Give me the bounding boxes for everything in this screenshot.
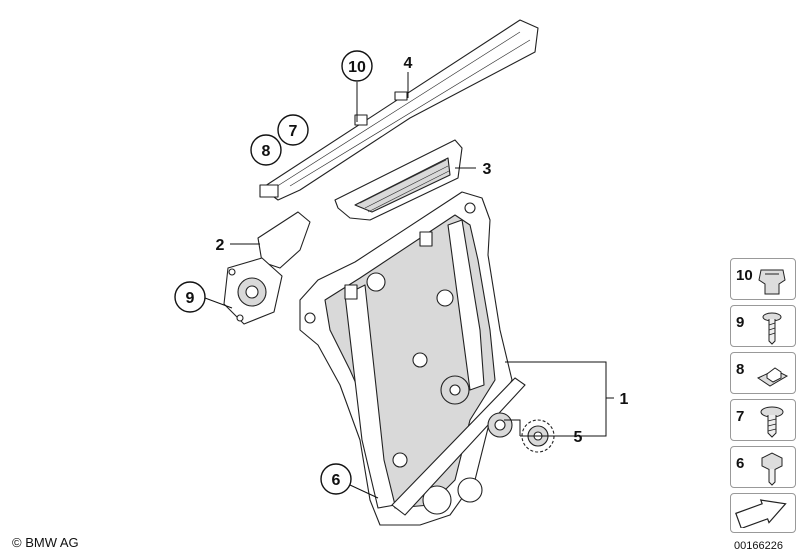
legend-item-7: 7: [730, 399, 796, 441]
copyright-label: © BMW AG: [12, 535, 79, 550]
svg-text:6: 6: [332, 472, 341, 489]
svg-text:1: 1: [620, 391, 629, 408]
window-motor-part: [223, 211, 311, 325]
callout-1: 1: [620, 391, 629, 408]
callout-7: 7: [277, 114, 309, 146]
svg-text:8: 8: [262, 143, 271, 160]
direction-arrow-icon: [735, 499, 787, 528]
callout-4: 4: [404, 55, 413, 72]
flange-screw-icon: [760, 406, 784, 438]
svg-text:9: 9: [186, 290, 195, 307]
legend-item-9: 9: [730, 305, 796, 347]
callout-6: 6: [320, 463, 352, 495]
svg-text:3: 3: [483, 161, 492, 178]
plate-nut-icon: [756, 367, 789, 387]
callout-3: 3: [483, 161, 492, 178]
svg-text:10: 10: [348, 59, 366, 76]
clip-nut-icon: [758, 269, 786, 295]
leader-lines: [204, 72, 614, 499]
callout-8: 8: [250, 134, 282, 166]
svg-text:7: 7: [289, 123, 298, 140]
legend-item-8: 8: [730, 352, 796, 394]
svg-text:5: 5: [574, 429, 583, 446]
callout-5: 5: [574, 429, 583, 446]
cover-panel-part: [334, 139, 463, 221]
guide-rail-part: [259, 19, 539, 201]
svg-text:4: 4: [404, 55, 413, 72]
legend-item-6: 6: [730, 446, 796, 488]
screw-icon: [762, 312, 782, 345]
cable-band-part: [391, 377, 526, 516]
callout-9: 9: [174, 281, 206, 313]
legend-item-10: 10: [730, 258, 796, 300]
hex-bolt-icon: [761, 452, 783, 486]
svg-text:2: 2: [216, 237, 225, 254]
diagram-id-label: 00166226: [734, 540, 783, 552]
callout-2: 2: [216, 237, 225, 254]
callout-10: 10: [341, 50, 373, 82]
legend-arrow-box: [730, 493, 796, 533]
